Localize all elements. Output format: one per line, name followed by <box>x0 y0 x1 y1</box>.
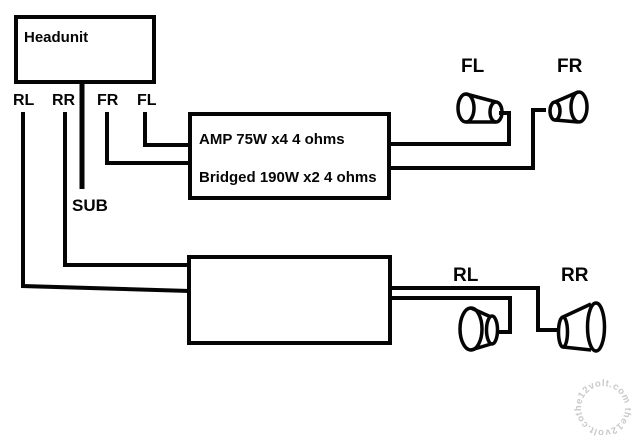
front-amp-box <box>188 112 391 200</box>
watermark-stamp: the12volt.com the12volt.com <box>565 370 640 445</box>
headunit-output-fr-label: FR <box>97 92 119 109</box>
front-left-speaker-icon <box>456 92 504 124</box>
rear-left-speaker-label: RL <box>453 265 479 286</box>
second-amp-box <box>187 255 392 345</box>
rear-left-speaker-icon <box>458 306 500 352</box>
wire-amp-to-fr-speaker <box>389 108 546 170</box>
front-left-speaker-label: FL <box>461 56 485 77</box>
rear-right-speaker-icon <box>556 301 607 353</box>
sub-output-label: SUB <box>72 196 108 215</box>
wire-rl-to-second-amp <box>21 112 191 293</box>
rear-right-speaker-label: RR <box>561 265 589 286</box>
wire-amp2-to-rl-speaker <box>390 296 512 334</box>
amp-spec-line1: AMP 75W x4 4 ohms <box>199 131 345 148</box>
wire-rr-to-second-amp <box>63 112 190 267</box>
headunit-box <box>14 15 156 84</box>
headunit-output-rr-label: RR <box>52 92 76 109</box>
headunit-output-rl-label: RL <box>13 92 35 109</box>
wire-amp2-to-rr-speaker <box>390 286 557 332</box>
headunit-output-fl-label: FL <box>137 92 157 109</box>
wire-fl-to-amp <box>143 112 190 147</box>
amp-spec-line2: Bridged 190W x2 4 ohms <box>199 169 377 186</box>
front-right-speaker-label: FR <box>557 56 583 77</box>
watermark-text: the12volt.com the12volt.com <box>565 370 640 445</box>
diagram-labels: Headunit RL RR FR FL SUB AMP 75W x4 4 oh… <box>13 29 589 286</box>
front-right-speaker-icon <box>548 90 589 124</box>
diagram-linework <box>14 15 607 353</box>
svg-text:the12volt.com the12volt.com: the12volt.com the12volt.com <box>565 370 640 445</box>
wire-amp-to-fl-speaker <box>389 111 511 146</box>
headunit-label: Headunit <box>24 29 88 46</box>
wire-fr-to-amp <box>105 112 190 165</box>
